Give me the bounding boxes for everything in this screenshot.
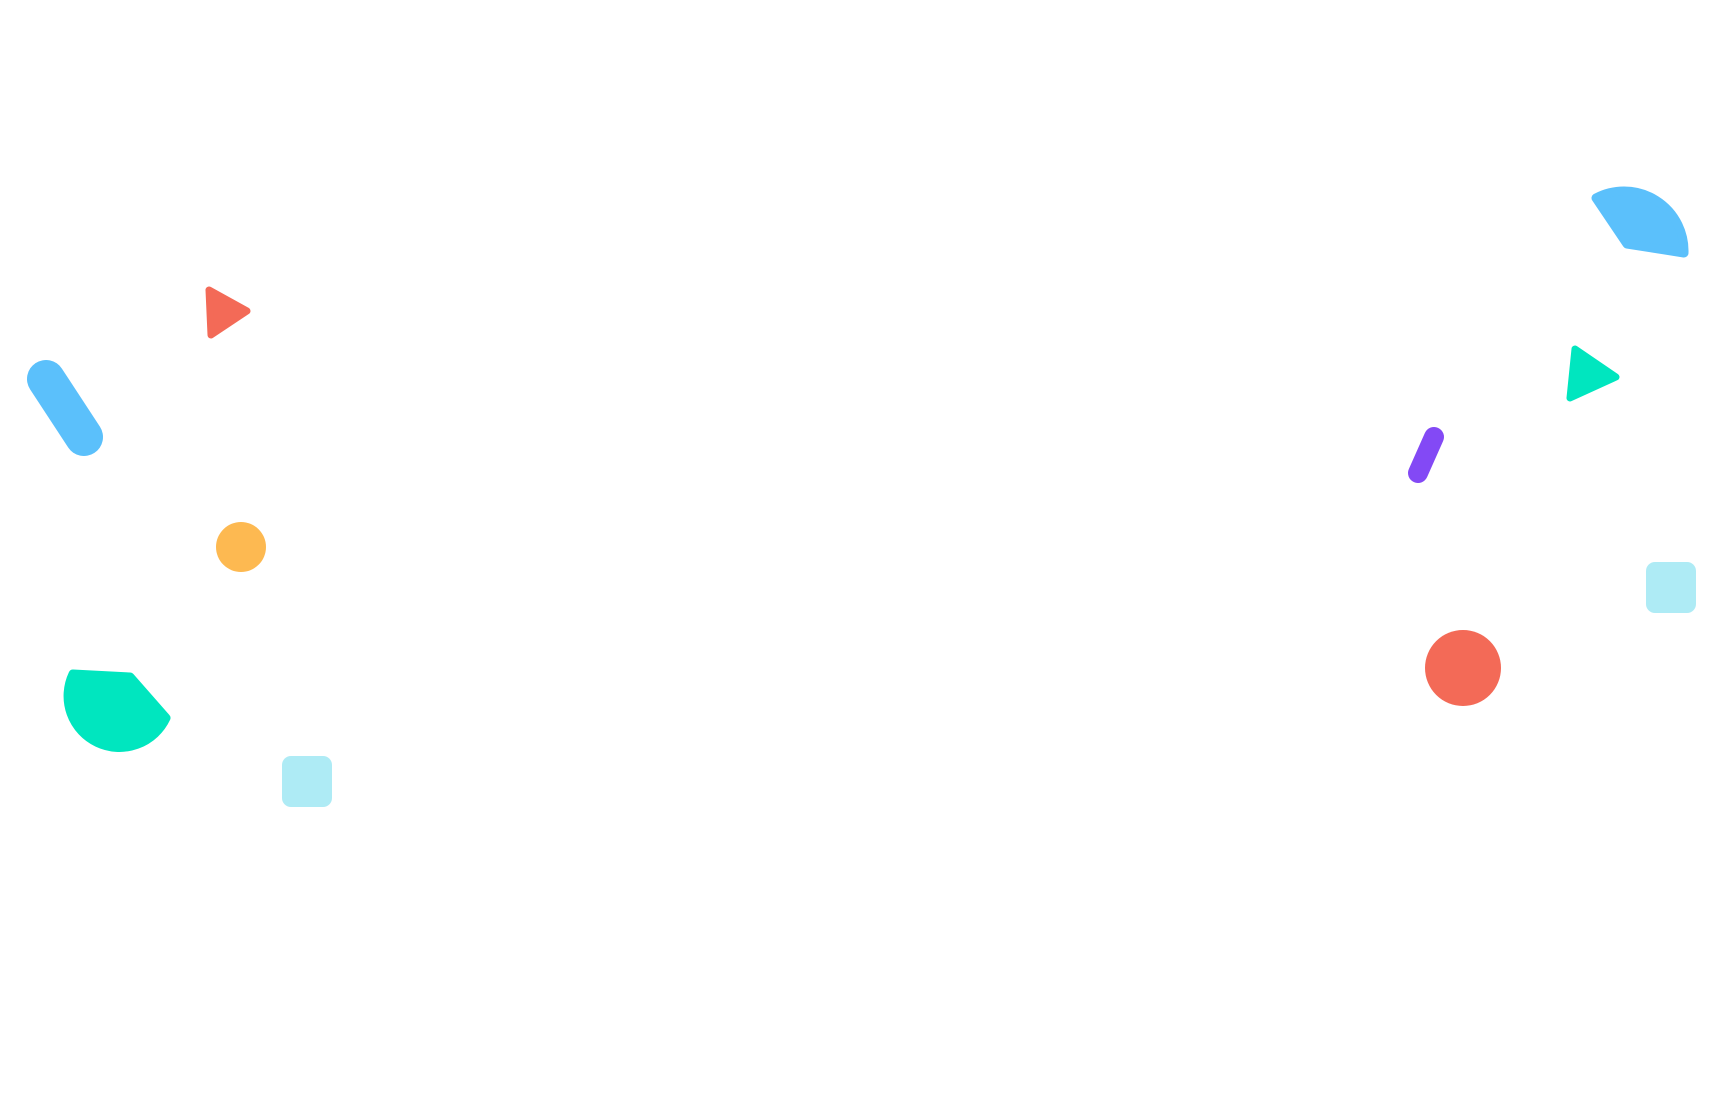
confetti-circle-orange-left: [216, 522, 266, 572]
confetti-capsule-blue-left: [27, 360, 103, 456]
confetti-wedge-teal-left: [63, 669, 171, 752]
confetti-square-cyan-left: [282, 756, 332, 807]
confetti-circle-coral-right: [1425, 630, 1501, 706]
confetti-square-cyan-right: [1646, 562, 1696, 613]
confetti-capsule-purple-right: [1408, 427, 1444, 483]
confetti-triangle-teal-right: [1566, 345, 1620, 402]
confetti-triangle-coral-left: [205, 286, 251, 339]
confetti-wedge-blue-right: [1591, 186, 1689, 258]
